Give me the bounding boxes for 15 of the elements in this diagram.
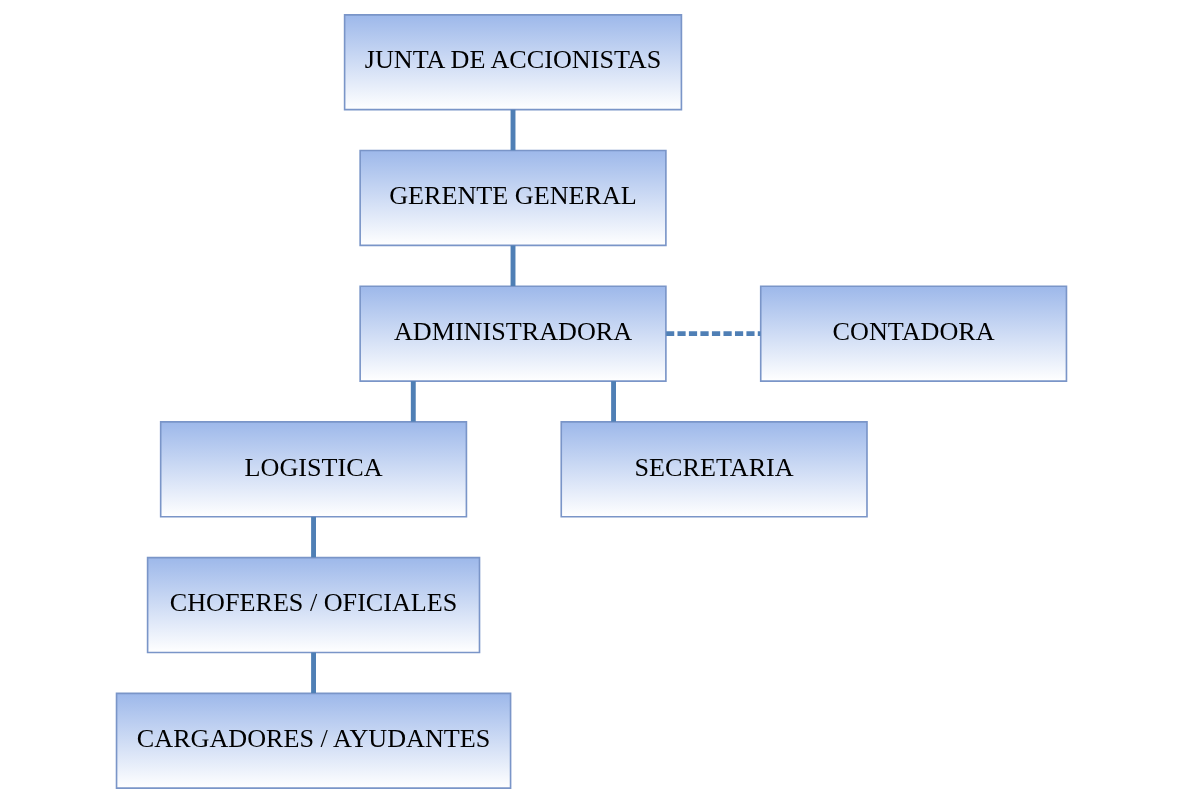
connector [310, 652, 316, 694]
connector [410, 381, 416, 422]
node-box: JUNTA DE ACCIONISTAS [343, 14, 682, 111]
node-box: ADMINISTRADORA [358, 285, 667, 382]
node-box: CHOFERES / OFICIALES [146, 556, 480, 654]
connector [510, 245, 515, 286]
node-box: LOGISTICA [159, 421, 467, 518]
node-box: CONTADORA [759, 285, 1067, 382]
connector [665, 331, 760, 337]
connector [310, 516, 316, 558]
node-box: GERENTE GENERAL [358, 149, 667, 247]
node-box: CARGADORES / AYUDANTES [115, 692, 511, 789]
connector [610, 381, 616, 422]
node-box: SECRETARIA [559, 421, 868, 518]
connector [510, 109, 515, 151]
